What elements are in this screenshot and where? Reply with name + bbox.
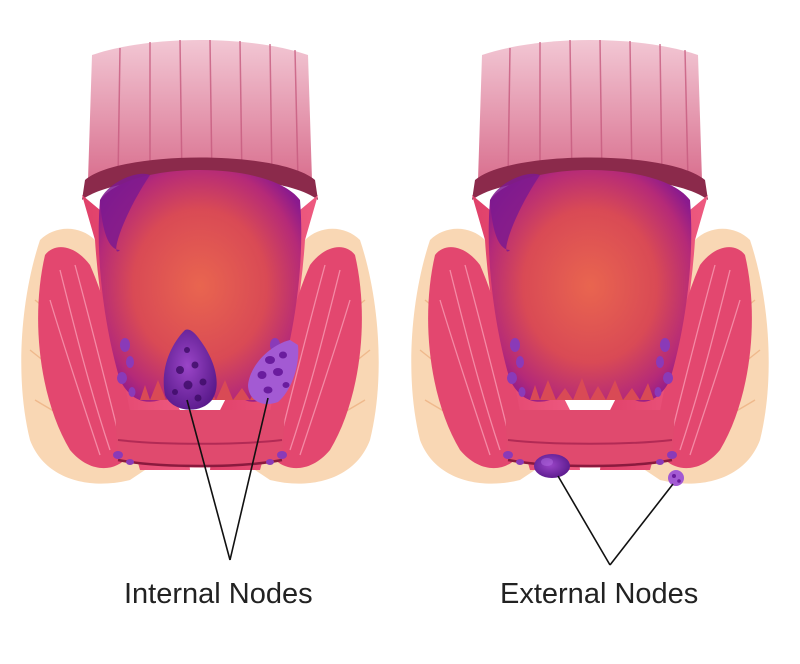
external-pointer-lines [557, 475, 674, 566]
external-node-left [534, 454, 570, 478]
external-nodes-label: External Nodes [500, 578, 699, 610]
internal-node-right [248, 340, 299, 405]
external-node-right [668, 470, 684, 486]
internal-nodes-label: Internal Nodes [124, 578, 313, 610]
internal-panel [20, 38, 380, 561]
internal-node-left [163, 329, 217, 410]
external-panel [410, 38, 770, 566]
internal-pointer-lines [186, 397, 269, 561]
